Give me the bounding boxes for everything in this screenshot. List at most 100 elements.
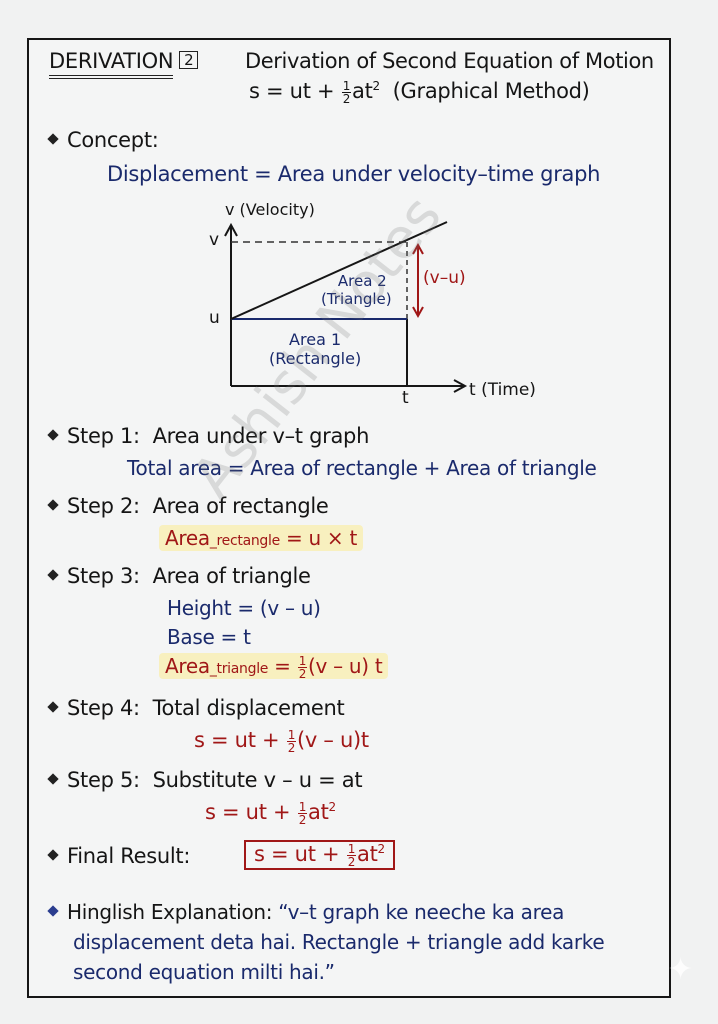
page-title: Derivation of Second Equation of Motion xyxy=(245,49,654,73)
concept-heading: Concept: xyxy=(47,128,159,152)
step-title: Area of rectangle xyxy=(152,494,329,518)
frac-num: 1 xyxy=(341,78,352,93)
velocity-time-graph xyxy=(224,221,468,393)
area1-subtitle: (Rectangle) xyxy=(269,349,362,368)
area2-title: Area 2 xyxy=(337,272,387,290)
height-label: (v–u) xyxy=(423,268,466,288)
diamond-bullet-icon xyxy=(47,701,59,713)
step-3-base: Base = t xyxy=(167,625,251,649)
velocity-line xyxy=(230,221,448,320)
step-label: Step 3: xyxy=(67,564,140,588)
arrow-up-icon xyxy=(412,242,424,255)
frac-den: 2 xyxy=(342,91,351,106)
hinglish-line-2: displacement deta hai. Rectangle + trian… xyxy=(73,930,605,954)
tick-t: t xyxy=(402,388,409,408)
diamond-bullet-icon xyxy=(47,773,59,785)
step-5-heading: Step 5: Substitute v – u = at xyxy=(47,768,363,792)
method-label: (Graphical Method) xyxy=(392,79,590,103)
step-label: Step 2: xyxy=(67,494,140,518)
step-label: Step 1: xyxy=(67,424,140,448)
step-2-formula: Area_rectangle = u × t xyxy=(159,525,363,551)
diamond-bullet-icon xyxy=(47,905,59,917)
formula-rhs: at xyxy=(357,842,378,866)
step-2-heading: Step 2: Area of rectangle xyxy=(47,494,329,518)
step-title: Area of triangle xyxy=(152,564,311,588)
sparkle-icon: ✦ xyxy=(668,952,694,987)
step-title: Total displacement xyxy=(152,696,345,720)
step-4-heading: Step 4: Total displacement xyxy=(47,696,345,720)
frac-num: 1 xyxy=(346,841,357,856)
notes-sheet: DERIVATION 2 Derivation of Second Equatio… xyxy=(27,38,671,998)
step-3-heading: Step 3: Area of triangle xyxy=(47,564,311,588)
highlight: Area_rectangle = u × t xyxy=(159,525,363,551)
diamond-bullet-icon xyxy=(47,429,59,441)
concept-text: Displacement = Area under velocity–time … xyxy=(107,162,601,186)
final-label: Final Result: xyxy=(67,844,191,868)
formula-exponent: 2 xyxy=(328,800,337,814)
area2-subtitle: (Triangle) xyxy=(321,290,392,308)
formula-base: Area xyxy=(165,654,210,678)
frac-num: 1 xyxy=(286,727,297,742)
eq-rhs: at xyxy=(352,79,373,103)
derivation-label: DERIVATION xyxy=(49,49,174,79)
formula-rhs: = u × t xyxy=(279,526,357,550)
final-result-heading: Final Result: xyxy=(47,844,191,868)
derivation-number: 2 xyxy=(179,51,199,69)
step-label: Step 4: xyxy=(67,696,140,720)
frac-den: 2 xyxy=(287,740,296,755)
step-title: Substitute v – u = at xyxy=(152,768,363,792)
eq-lhs: s = ut + xyxy=(249,79,341,103)
formula-rhs: (v – u)t xyxy=(297,728,369,752)
formula-rhs: (v – u) t xyxy=(308,654,383,678)
diamond-bullet-icon xyxy=(47,569,59,581)
diamond-bullet-icon xyxy=(47,849,59,861)
step-1-line: Total area = Area of rectangle + Area of… xyxy=(127,456,597,480)
tick-u: u xyxy=(209,308,220,328)
frac-num: 1 xyxy=(297,654,308,668)
formula-lhs: s = ut + xyxy=(194,728,286,752)
frac-den: 2 xyxy=(347,854,356,869)
area2-label: Area 2 (Triangle) xyxy=(321,272,392,308)
formula-subscript: _triangle xyxy=(209,661,269,677)
arrow-down-icon xyxy=(412,306,424,319)
diamond-bullet-icon xyxy=(47,499,59,511)
formula-rhs: at xyxy=(308,800,329,824)
hinglish-line-3: second equation milti hai.” xyxy=(73,960,335,984)
step-label: Step 5: xyxy=(67,768,140,792)
tick-v: v xyxy=(209,230,220,250)
y-axis-label: v (Velocity) xyxy=(225,200,315,219)
y-axis-arrow-icon xyxy=(224,222,238,237)
step-1-heading: Step 1: Area under v–t graph xyxy=(47,424,370,448)
diamond-bullet-icon xyxy=(47,133,59,145)
formula-lhs: s = ut + xyxy=(254,842,346,866)
concept-label: Concept: xyxy=(67,128,159,152)
hinglish-label: Hinglish Explanation: xyxy=(67,900,273,924)
formula-exponent: 2 xyxy=(377,842,386,856)
formula-base: Area xyxy=(165,526,210,550)
step-title: Area under v–t graph xyxy=(152,424,370,448)
area1-title: Area 1 xyxy=(289,330,342,349)
derivation-heading: DERIVATION 2 xyxy=(49,49,199,79)
step-3-height: Height = (v – u) xyxy=(167,596,321,620)
x-axis-arrow-icon xyxy=(453,379,468,393)
hinglish-explanation: Hinglish Explanation: “v–t graph ke neec… xyxy=(47,900,564,924)
frac-den: 2 xyxy=(298,667,307,681)
formula-subscript: _rectangle xyxy=(209,533,280,549)
eq-exponent: 2 xyxy=(372,79,381,93)
formula-eq: = xyxy=(268,654,297,678)
frac-num: 1 xyxy=(297,799,308,814)
frac-den: 2 xyxy=(298,812,307,827)
formula-lhs: s = ut + xyxy=(205,800,297,824)
x-axis-label: t (Time) xyxy=(469,380,536,400)
